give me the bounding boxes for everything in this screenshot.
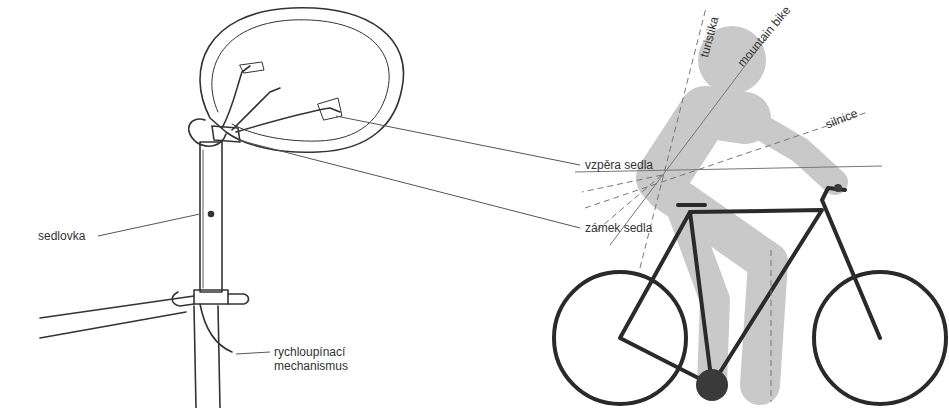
riding-style-label: silnice: [823, 106, 859, 131]
cyclist-drawing: [554, 26, 946, 404]
leader-lines: [98, 116, 580, 354]
part-label: zámek sedla: [585, 221, 652, 235]
saddle-drawing: [40, 8, 404, 408]
part-label: vzpěra sedla: [585, 158, 653, 172]
posture-lines: [575, 8, 882, 402]
part-label: sedlovka: [38, 229, 85, 243]
part-label: rychloupínací mechanismus: [274, 345, 374, 373]
